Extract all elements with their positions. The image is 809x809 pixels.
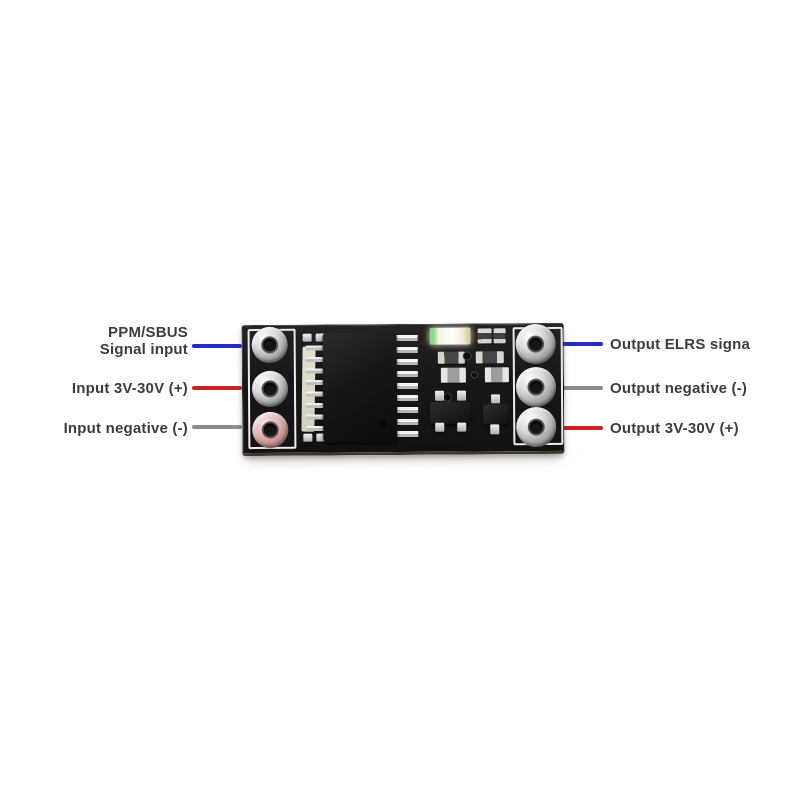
status-led	[429, 327, 471, 345]
smd-capacitor	[440, 367, 466, 383]
pcb-board	[241, 322, 565, 457]
pin1-dot	[379, 420, 388, 429]
pad-hole	[529, 380, 543, 394]
pad-hole	[263, 382, 277, 396]
pad-output-negative	[515, 366, 557, 408]
smd-resistor	[493, 328, 506, 344]
pad-hole	[263, 338, 277, 352]
transistor-leg	[457, 390, 467, 401]
transistor-leg	[490, 424, 500, 435]
label-line: Signal input	[99, 341, 188, 358]
transistor-leg	[435, 390, 445, 401]
label-line: Output negative (-)	[610, 380, 748, 397]
pad-hole	[529, 420, 543, 434]
via	[444, 393, 452, 401]
smd-resistor	[475, 351, 504, 364]
label-line: Input negative (-)	[63, 420, 188, 437]
pad-input-negative	[252, 411, 289, 449]
label-line: PPM/SBUS	[108, 324, 188, 341]
transistor-leg	[435, 422, 445, 432]
pad-hole	[263, 423, 277, 437]
transistor-sot23	[430, 401, 472, 424]
wire-output-negative	[561, 386, 603, 390]
via	[471, 372, 477, 378]
wire-input-negative	[192, 425, 242, 429]
pad-hole	[529, 337, 543, 351]
label-ppm-sbus-signal-input: PPM/SBUS Signal input	[100, 324, 188, 358]
label-line: Output 3V-30V (+)	[610, 420, 739, 437]
via	[463, 352, 471, 360]
wire-input-positive	[192, 386, 242, 390]
solder-pad	[302, 333, 312, 342]
smd-resistor	[437, 351, 465, 364]
pad-signal-input	[251, 326, 288, 364]
label-output-elrs-signal: Output ELRS signa	[610, 336, 750, 353]
wire-ppm-sbus-signal	[192, 344, 242, 348]
label-input-negative: Input negative (-)	[64, 420, 188, 437]
transistor-leg	[491, 394, 501, 404]
smd-resistor	[477, 328, 492, 344]
ic-chip	[322, 332, 398, 443]
label-line: Input 3V-30V (+)	[71, 380, 188, 397]
transistor-leg	[457, 422, 467, 432]
pad-input-positive	[251, 370, 289, 408]
chip-legs-left	[305, 345, 325, 438]
label-line: Output ELRS signa	[610, 336, 751, 353]
pad-output-positive	[516, 406, 557, 448]
pad-output-signal	[515, 323, 556, 365]
label-output-positive: Output 3V-30V (+)	[610, 420, 739, 437]
wire-output-elrs-signal	[561, 342, 603, 346]
smd-capacitor	[484, 367, 509, 383]
wire-output-positive	[561, 426, 603, 430]
label-output-negative: Output negative (-)	[610, 380, 747, 397]
transistor-sot23-small	[483, 404, 510, 425]
label-input-positive: Input 3V-30V (+)	[72, 380, 188, 397]
chip-legs-right	[394, 334, 419, 444]
